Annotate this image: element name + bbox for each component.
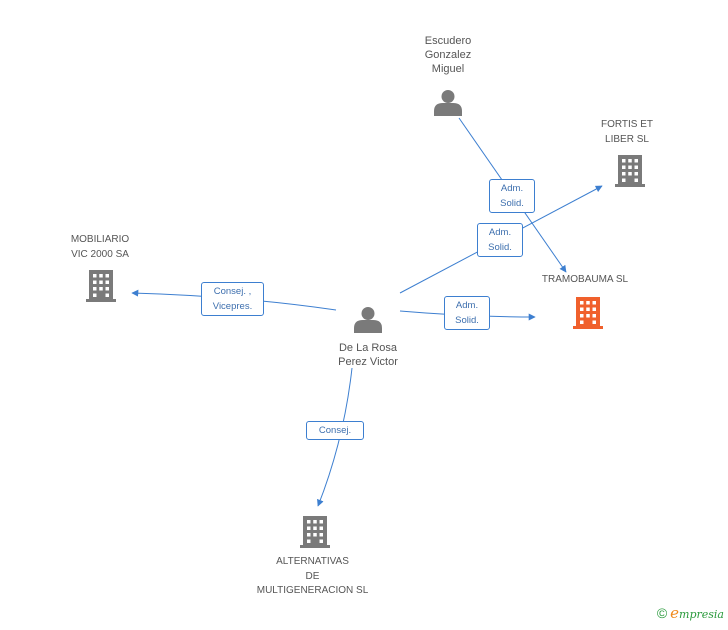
person-icon[interactable] xyxy=(434,90,462,116)
node-label-escudero[interactable]: Escudero Gonzalez Miguel xyxy=(424,35,472,75)
empresia-brand[interactable]: © empresia xyxy=(657,604,724,622)
edge-label-delarosa-fortis[interactable]: Adm. Solid. xyxy=(477,223,523,257)
person-icon[interactable] xyxy=(354,307,382,333)
edge-label-escudero-tramobauma[interactable]: Adm. Solid. xyxy=(489,179,535,213)
building-icon[interactable] xyxy=(86,270,116,302)
edge-label-delarosa-mobiliario[interactable]: Consej. , Vicepres. xyxy=(201,282,264,316)
edge-label-delarosa-alternativas[interactable]: Consej. xyxy=(306,421,364,440)
building-icon[interactable] xyxy=(300,516,330,548)
building-icon[interactable] xyxy=(615,155,645,187)
copyright-icon: © xyxy=(656,605,668,621)
node-label-mobiliario[interactable]: MOBILIARIO VIC 2000 SA xyxy=(70,234,130,260)
edge-label-delarosa-tramobauma[interactable]: Adm. Solid. xyxy=(444,296,490,330)
node-label-tramobauma[interactable]: TRAMOBAUMA SL xyxy=(541,274,629,285)
node-label-alternativas[interactable]: ALTERNATIVAS DE MULTIGENERACION SL xyxy=(256,556,369,596)
node-label-fortis[interactable]: FORTIS ET LIBER SL xyxy=(600,119,654,145)
empresia-logo: empresia xyxy=(670,604,724,622)
node-label-delarosa[interactable]: De La Rosa Perez Victor xyxy=(338,342,398,368)
building-icon-highlighted[interactable] xyxy=(573,297,603,329)
